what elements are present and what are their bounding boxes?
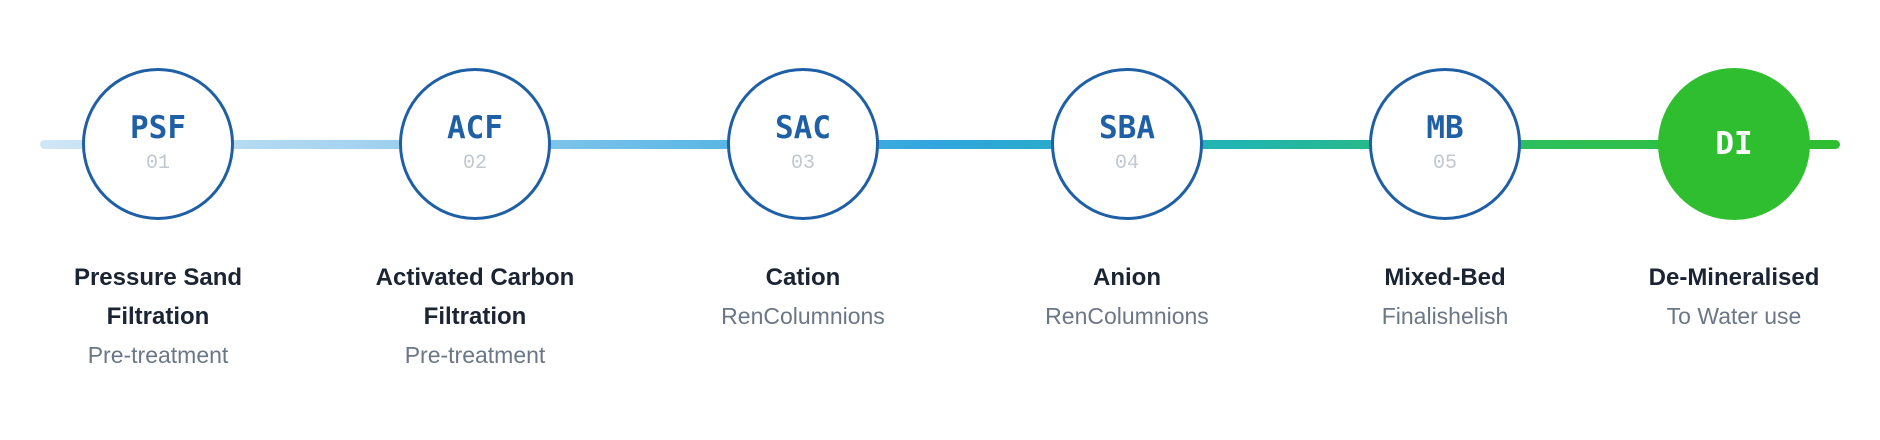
step-acf: ACF 02 Activated Carbon Filtration Pre-t… (325, 68, 625, 375)
step-subtitle: Pre-treatment (87, 342, 229, 368)
final-step-node: DI (1658, 68, 1810, 220)
step-abbr: PSF (130, 109, 186, 146)
step-di: DI De-Mineralised To Water use (1584, 68, 1880, 336)
step-node: MB 05 (1369, 68, 1521, 220)
step-subtitle: RenColumnions (721, 303, 885, 329)
step-number: 02 (462, 151, 487, 175)
step-psf: PSF 01 Pressure Sand Filtration Pre-trea… (8, 68, 308, 375)
step-subtitle: To Water use (1666, 303, 1802, 329)
step-node: SAC 03 (727, 68, 879, 220)
step-sba: SBA 04 Anion RenColumnions (977, 68, 1277, 336)
step-abbr: SBA (1099, 109, 1155, 146)
flow-line (40, 140, 1840, 149)
step-subtitle: Finalishelish (1381, 303, 1509, 329)
step-number: 05 (1432, 151, 1457, 175)
step-node: ACF 02 (399, 68, 551, 220)
step-title: Anion (1093, 264, 1161, 291)
step-subtitle: RenColumnions (1045, 303, 1209, 329)
step-node: SBA 04 (1051, 68, 1203, 220)
step-title: Mixed-Bed (1384, 264, 1506, 291)
step-title: De-Mineralised (1648, 264, 1820, 291)
step-title: Activated Carbon Filtration (375, 264, 575, 330)
step-sac: SAC 03 Cation RenColumnions (653, 68, 953, 336)
step-number: 04 (1114, 151, 1139, 175)
step-subtitle: Pre-treatment (404, 342, 546, 368)
step-abbr: SAC (775, 109, 831, 146)
step-mb: MB 05 Mixed-Bed Finalishelish (1295, 68, 1595, 336)
step-abbr: MB (1426, 109, 1464, 146)
step-number: 01 (145, 151, 170, 175)
step-title: Cation (765, 264, 841, 291)
step-number: 03 (790, 151, 815, 175)
step-node: PSF 01 (82, 68, 234, 220)
step-title: Pressure Sand Filtration (73, 264, 243, 330)
step-abbr: DI (1715, 125, 1753, 162)
step-abbr: ACF (447, 109, 503, 146)
